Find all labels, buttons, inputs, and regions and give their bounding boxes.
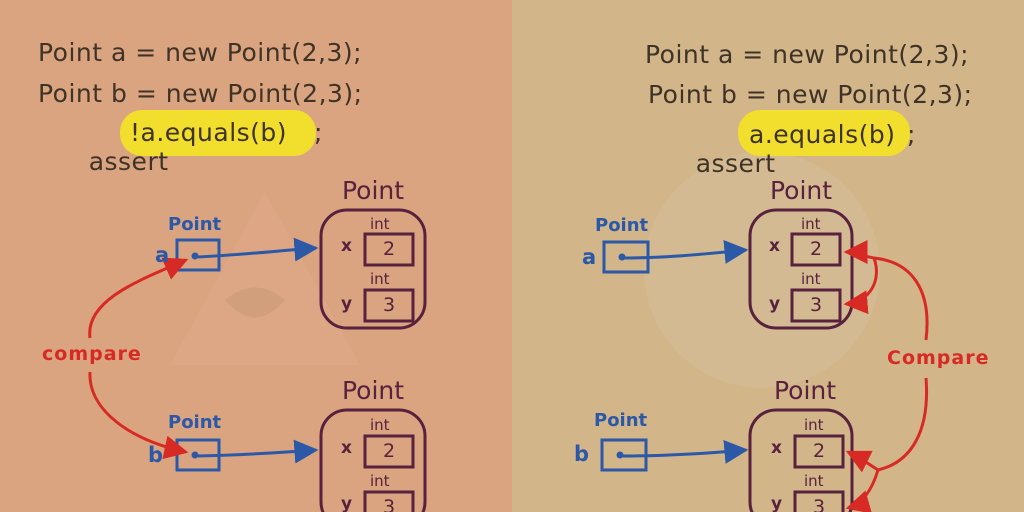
object2-y-box bbox=[363, 490, 415, 512]
ref-a-type-label: Point bbox=[168, 214, 222, 235]
statement-terminator: ; bbox=[907, 120, 916, 149]
compare-arrow-to-b bbox=[88, 371, 189, 460]
ref-a-name: a bbox=[155, 243, 170, 267]
ref-b-type-label: Point bbox=[168, 412, 222, 433]
compare-arrow-to-a bbox=[88, 257, 189, 339]
object2-x-type: int bbox=[370, 416, 390, 434]
object1-x-box bbox=[363, 232, 415, 267]
object1-x-name: x bbox=[341, 236, 352, 256]
object1-y-value: 3 bbox=[809, 294, 823, 316]
object2-y-type: int bbox=[804, 472, 824, 490]
code-line-1: Point a = new Point(2,3); bbox=[645, 40, 970, 69]
code-line-1: Point a = new Point(2,3); bbox=[38, 38, 363, 67]
object2-y-box bbox=[793, 490, 845, 512]
object2-x-box bbox=[363, 434, 415, 469]
object2-y-type: int bbox=[370, 472, 390, 490]
value-equality-panel: Point a = new Point(2,3); Point b = new … bbox=[512, 0, 1024, 512]
ref-b-dot bbox=[191, 451, 199, 459]
compare-arrow-y2 bbox=[845, 469, 880, 512]
object2-y-name: y bbox=[341, 494, 353, 512]
assert-keyword: assert bbox=[88, 147, 169, 176]
ref-b-arrow bbox=[621, 439, 749, 464]
object2-y-name: y bbox=[771, 494, 783, 512]
ref-b-arrow bbox=[197, 439, 319, 464]
object1-frame bbox=[748, 208, 854, 330]
object1-y-box bbox=[790, 288, 842, 323]
object2-y-value: 3 bbox=[812, 496, 826, 512]
ref-a-arrow bbox=[623, 239, 749, 264]
ref-a-name: a bbox=[582, 245, 597, 269]
object2-x-value: 2 bbox=[382, 440, 396, 462]
ref-a-arrow bbox=[197, 237, 319, 262]
object2-x-name: x bbox=[771, 438, 782, 458]
assert-highlight bbox=[120, 110, 316, 156]
object1-x-name: x bbox=[769, 236, 780, 256]
ref-b-type-label: Point bbox=[594, 410, 648, 431]
code-line-3: assert a.equals(b) ; bbox=[645, 120, 916, 265]
object2-x-value: 2 bbox=[812, 440, 826, 462]
compare-label: Compare bbox=[887, 347, 990, 369]
compare-arrow-x1 bbox=[843, 240, 929, 341]
object1-x-type: int bbox=[370, 215, 390, 233]
left-drawing bbox=[88, 110, 427, 512]
object2-y-value: 3 bbox=[382, 496, 396, 512]
compare-arrow-x2 bbox=[845, 377, 929, 473]
reference-equality-panel: Point a = new Point(2,3); Point b = new … bbox=[0, 0, 512, 512]
object1-y-name: y bbox=[769, 294, 781, 314]
object2-x-box bbox=[793, 434, 845, 469]
object1-frame bbox=[319, 208, 427, 330]
object1-y-type: int bbox=[370, 270, 390, 288]
statement-terminator: ; bbox=[314, 118, 323, 147]
triangle-logo-icon bbox=[170, 192, 360, 365]
object1-y-value: 3 bbox=[382, 294, 396, 316]
compare-arrow-y1 bbox=[843, 257, 878, 315]
code-line-3: assert !a.equals(b) ; bbox=[38, 118, 323, 263]
object1-x-value: 2 bbox=[809, 238, 823, 260]
object2-class-label: Point bbox=[342, 376, 405, 405]
ref-a-type-label: Point bbox=[595, 215, 649, 236]
object2-class-label: Point bbox=[774, 376, 837, 405]
object2-x-type: int bbox=[804, 416, 824, 434]
code-line-2: Point b = new Point(2,3); bbox=[648, 80, 973, 109]
object1-class-label: Point bbox=[770, 176, 833, 205]
assert-highlight bbox=[738, 110, 910, 156]
object2-frame bbox=[319, 408, 427, 512]
object1-x-type: int bbox=[801, 215, 821, 233]
right-drawing bbox=[600, 110, 929, 512]
compare-label: compare bbox=[42, 343, 142, 365]
assert-expression: !a.equals(b) bbox=[130, 118, 288, 147]
object1-y-type: int bbox=[801, 270, 821, 288]
object1-y-box bbox=[363, 288, 415, 323]
object1-class-label: Point bbox=[342, 176, 405, 205]
object2-x-name: x bbox=[341, 438, 352, 458]
object1-y-name: y bbox=[341, 294, 353, 314]
assert-expression: a.equals(b) bbox=[749, 120, 896, 149]
object1-x-value: 2 bbox=[382, 238, 396, 260]
ref-a-dot bbox=[618, 253, 626, 261]
ref-b-name: b bbox=[148, 443, 164, 467]
code-line-2: Point b = new Point(2,3); bbox=[38, 79, 363, 108]
ref-b-name: b bbox=[574, 442, 590, 466]
assert-keyword: assert bbox=[695, 149, 776, 178]
ref-a-dot bbox=[191, 252, 199, 260]
ref-b-dot bbox=[616, 451, 624, 459]
object1-x-box bbox=[790, 232, 842, 267]
